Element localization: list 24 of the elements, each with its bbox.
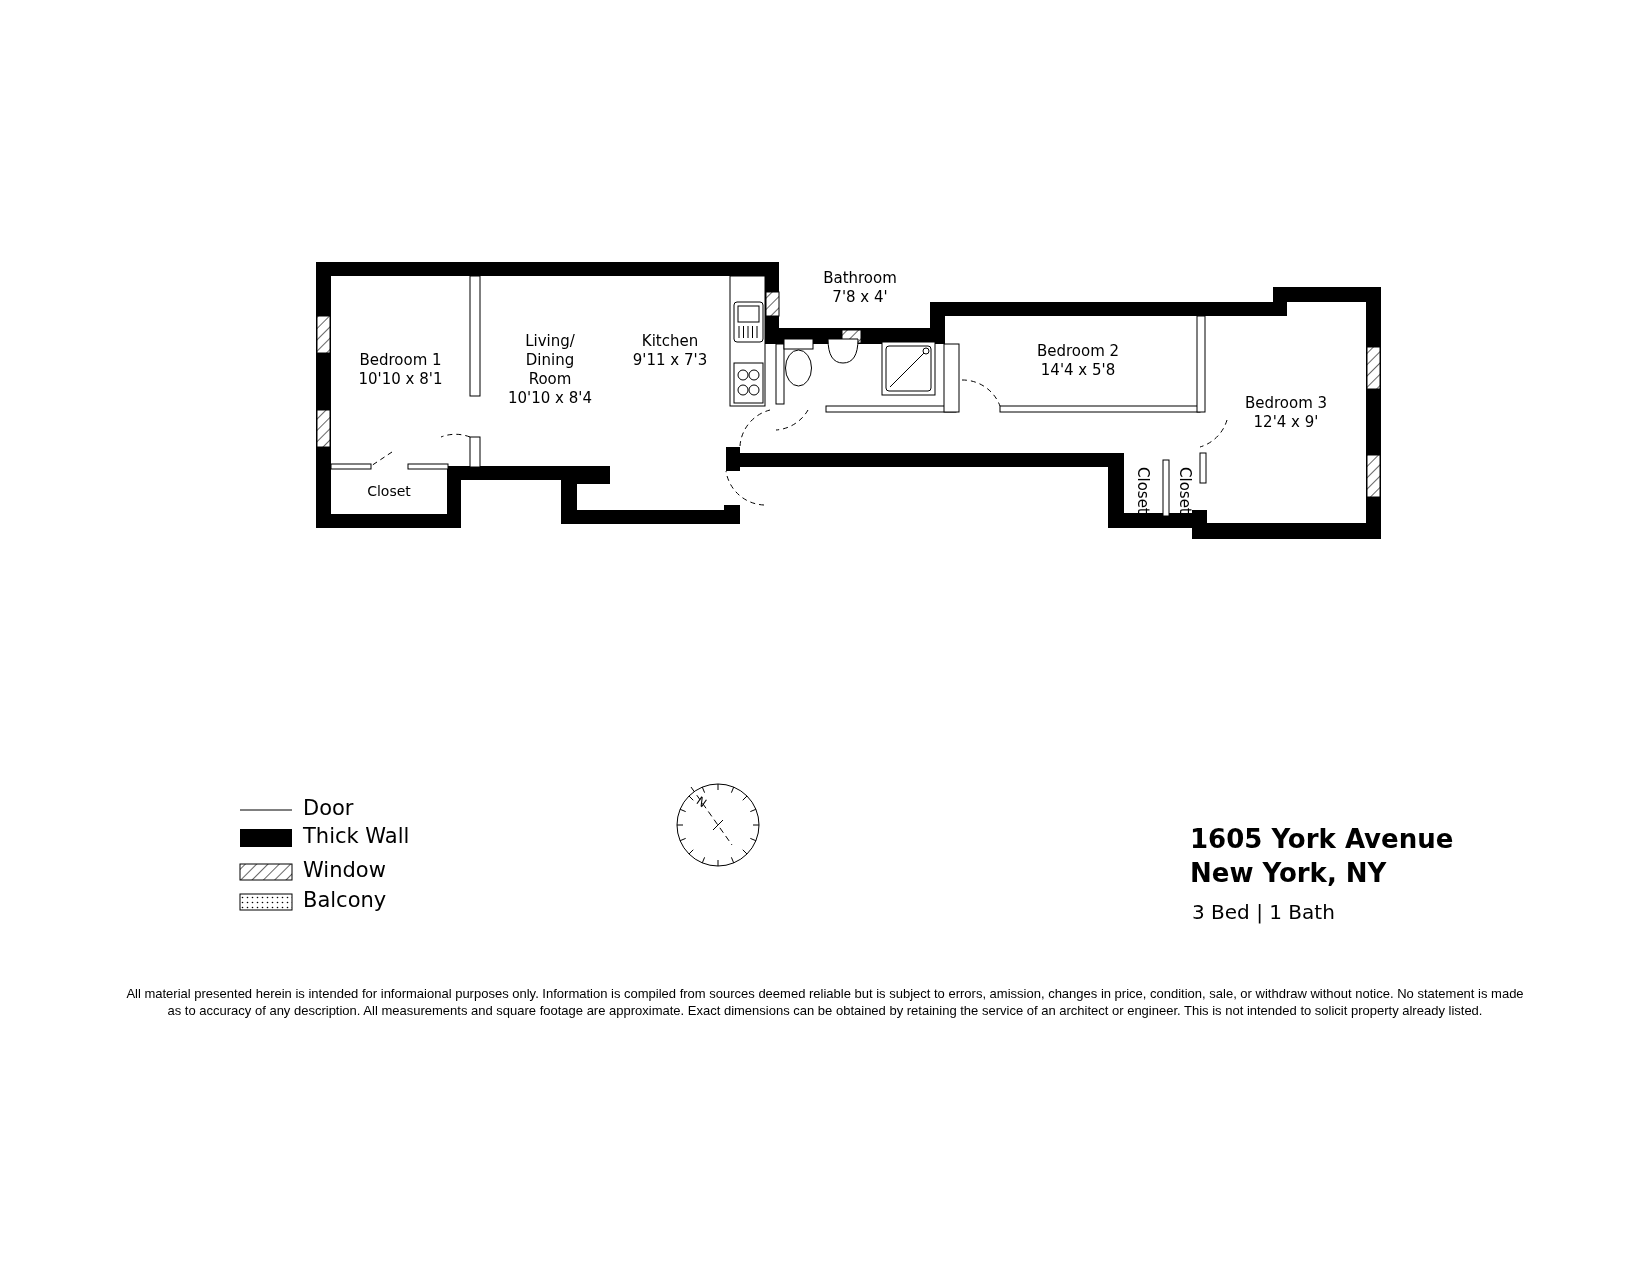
legend-text: Window <box>303 858 386 882</box>
room-name: Kitchen <box>641 332 699 351</box>
room-dimensions: 12'4 x 9' <box>1253 412 1319 432</box>
room-name: Closet <box>367 482 411 501</box>
address-line: 1605 York Avenue <box>1190 824 1454 854</box>
room-name: Bedroom 3 <box>1244 393 1328 413</box>
room-dimensions: 7'8 x 4' <box>832 288 888 307</box>
legend-text: Balcony <box>303 888 387 912</box>
room-dimensions: 10'10 x 8'1 <box>358 370 443 389</box>
address-line: New York, NY <box>1190 858 1387 888</box>
room-name: Living/ Dining Room <box>524 332 576 389</box>
room-name: Bedroom 2 <box>1036 342 1120 361</box>
bed-bath-count: 3 Bed | 1 Bath <box>1192 900 1335 924</box>
legend-text: Door <box>303 796 354 820</box>
room-dimensions: 14'4 x 5'8 <box>1040 361 1116 380</box>
room-name: Closet <box>1175 466 1194 514</box>
room-dimensions: 9'11 x 7'3 <box>632 351 708 370</box>
disclaimer-text: All material presented herein is intended for informaional purposes only. Information is compiled from sources deemed reliable but is subject to errors, amission, changes in price, condition, sale, or withdraw without notice. No statement is made as to accuracy of any description. All measurements and square footage are approximate. Exact dimensions can be obtained by retaining the service of an architect or engineer. This is not intended to solicit property already listed. <box>125 985 1525 1019</box>
legend-text: Thick Wall <box>303 824 410 848</box>
room-dimensions: 10'10 x 8'4 <box>508 389 592 408</box>
room-name: Bedroom 1 <box>359 351 442 370</box>
room-name: Closet <box>1132 466 1152 514</box>
north-label: N <box>693 793 710 811</box>
room-name: Bathroom <box>823 269 897 288</box>
